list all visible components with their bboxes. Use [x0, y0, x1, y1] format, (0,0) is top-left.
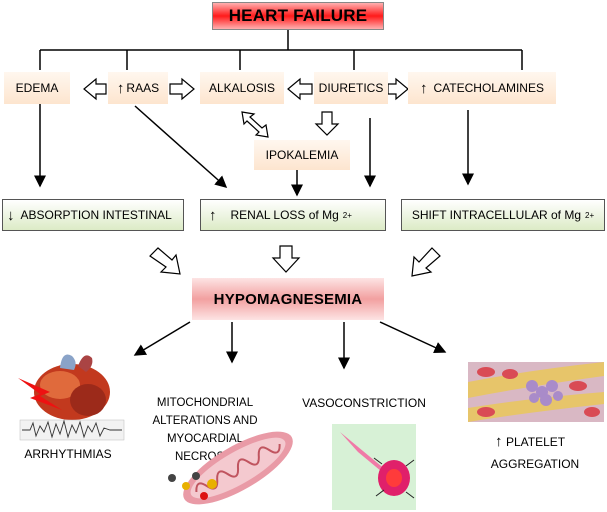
raas-label: RAAS — [126, 81, 160, 95]
absorption-box: ↓ ABSORPTION INTESTINAL — [2, 199, 184, 231]
mito-line-3: MYOCARDIAL — [166, 433, 244, 445]
heart-failure-box: HEART FAILURE — [212, 2, 384, 30]
shift-label: SHIFT INTRACELLULAR of Mg — [411, 208, 582, 222]
hollow-arrow-absorption — [149, 247, 181, 275]
up-arrow-icon: ↑ — [420, 79, 428, 97]
edema-label: EDEMA — [15, 81, 59, 95]
absorption-label: ABSORPTION INTESTINAL — [20, 208, 172, 222]
diuretics-box: DIURETICS — [314, 72, 388, 104]
heart-failure-title: HEART FAILURE — [228, 6, 368, 25]
renal-label: RENAL LOSS of Mg — [230, 208, 339, 222]
hollow-arrow-diuretics-catecholamines — [387, 77, 409, 101]
vasoconstriction-label: VASOCONSTRICTION — [302, 396, 426, 410]
mito-line-2: ALTERATIONS AND — [152, 415, 258, 427]
hollow-double-arrow — [241, 111, 269, 138]
hollow-arrow-diuretics-ipokalemia — [314, 111, 340, 136]
up-arrow-icon: ↑ — [495, 433, 503, 450]
alkalosis-box: ALKALOSIS — [200, 72, 284, 104]
hollow-arrow-raas-edema — [83, 77, 107, 101]
hollow-arrow-renal — [271, 245, 301, 273]
platelet-line-2: AGGREGATION — [490, 457, 580, 471]
platelet-line-1: PLATELET — [506, 435, 566, 449]
hollow-arrow-raas-alkalosis — [169, 77, 195, 101]
burst-star-icons — [168, 472, 217, 500]
mg-charge: 2+ — [342, 210, 352, 220]
up-arrow-icon: ↑ — [209, 206, 217, 224]
ipokalemia-box: IPOKALEMIA — [254, 140, 350, 170]
hollow-arrow-diuretics-alkalosis — [287, 77, 313, 101]
hollow-arrow-shift — [411, 247, 441, 277]
edema-box: EDEMA — [4, 72, 70, 104]
shift-box: SHIFT INTRACELLULAR of Mg 2+ — [401, 199, 605, 231]
catecholamines-label: CATECHOLAMINES — [433, 81, 544, 95]
ipokalemia-label: IPOKALEMIA — [265, 148, 339, 162]
arrhythmias-label: ARRHYTHMIAS — [24, 447, 112, 461]
hypomagnesemia-box: HYPOMAGNESEMIA — [192, 278, 384, 320]
up-arrow-icon: ↑ — [116, 79, 125, 97]
mito-line-1: MITOCHONDRIAL — [156, 397, 254, 409]
catecholamines-box: ↑ CATECHOLAMINES — [408, 72, 556, 104]
down-arrow-icon: ↓ — [7, 206, 15, 224]
alkalosis-label: ALKALOSIS — [208, 81, 276, 95]
hypomagnesemia-label: HYPOMAGNESEMIA — [213, 290, 363, 308]
raas-box: ↑ RAAS — [108, 72, 168, 104]
mg-charge: 2+ — [585, 210, 595, 220]
renal-box: ↑ RENAL LOSS of Mg 2+ — [200, 199, 386, 231]
diuretics-label: DIURETICS — [318, 81, 384, 95]
